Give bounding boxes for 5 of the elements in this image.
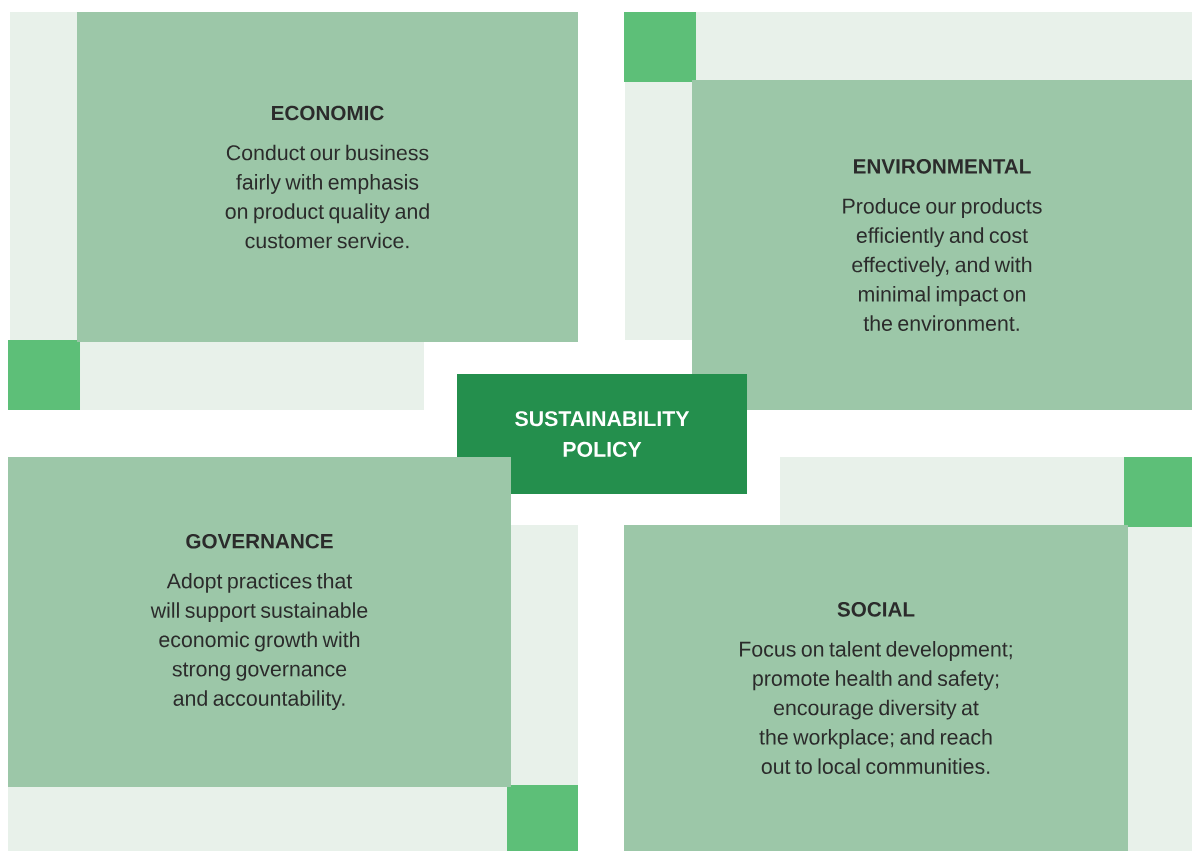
- pillar-box: GOVERNANCE Adopt practices that will support sustainable economic growth with strong governance and accountability.: [8, 457, 511, 787]
- policy-box: SUSTAINABILITY POLICY: [457, 374, 747, 494]
- pillar-box: ENVIRONMENTAL Produce our products efficiently and cost effectively, and with minimal impact on the environment.: [692, 80, 1192, 410]
- pillar-box: SOCIAL Focus on talent development; promote health and safety; encourage diversity at the workplace; and reach out to local communities.: [624, 525, 1128, 851]
- pillar-box: ECONOMIC Conduct our business fairly with emphasis on product quality and customer service.: [77, 12, 578, 342]
